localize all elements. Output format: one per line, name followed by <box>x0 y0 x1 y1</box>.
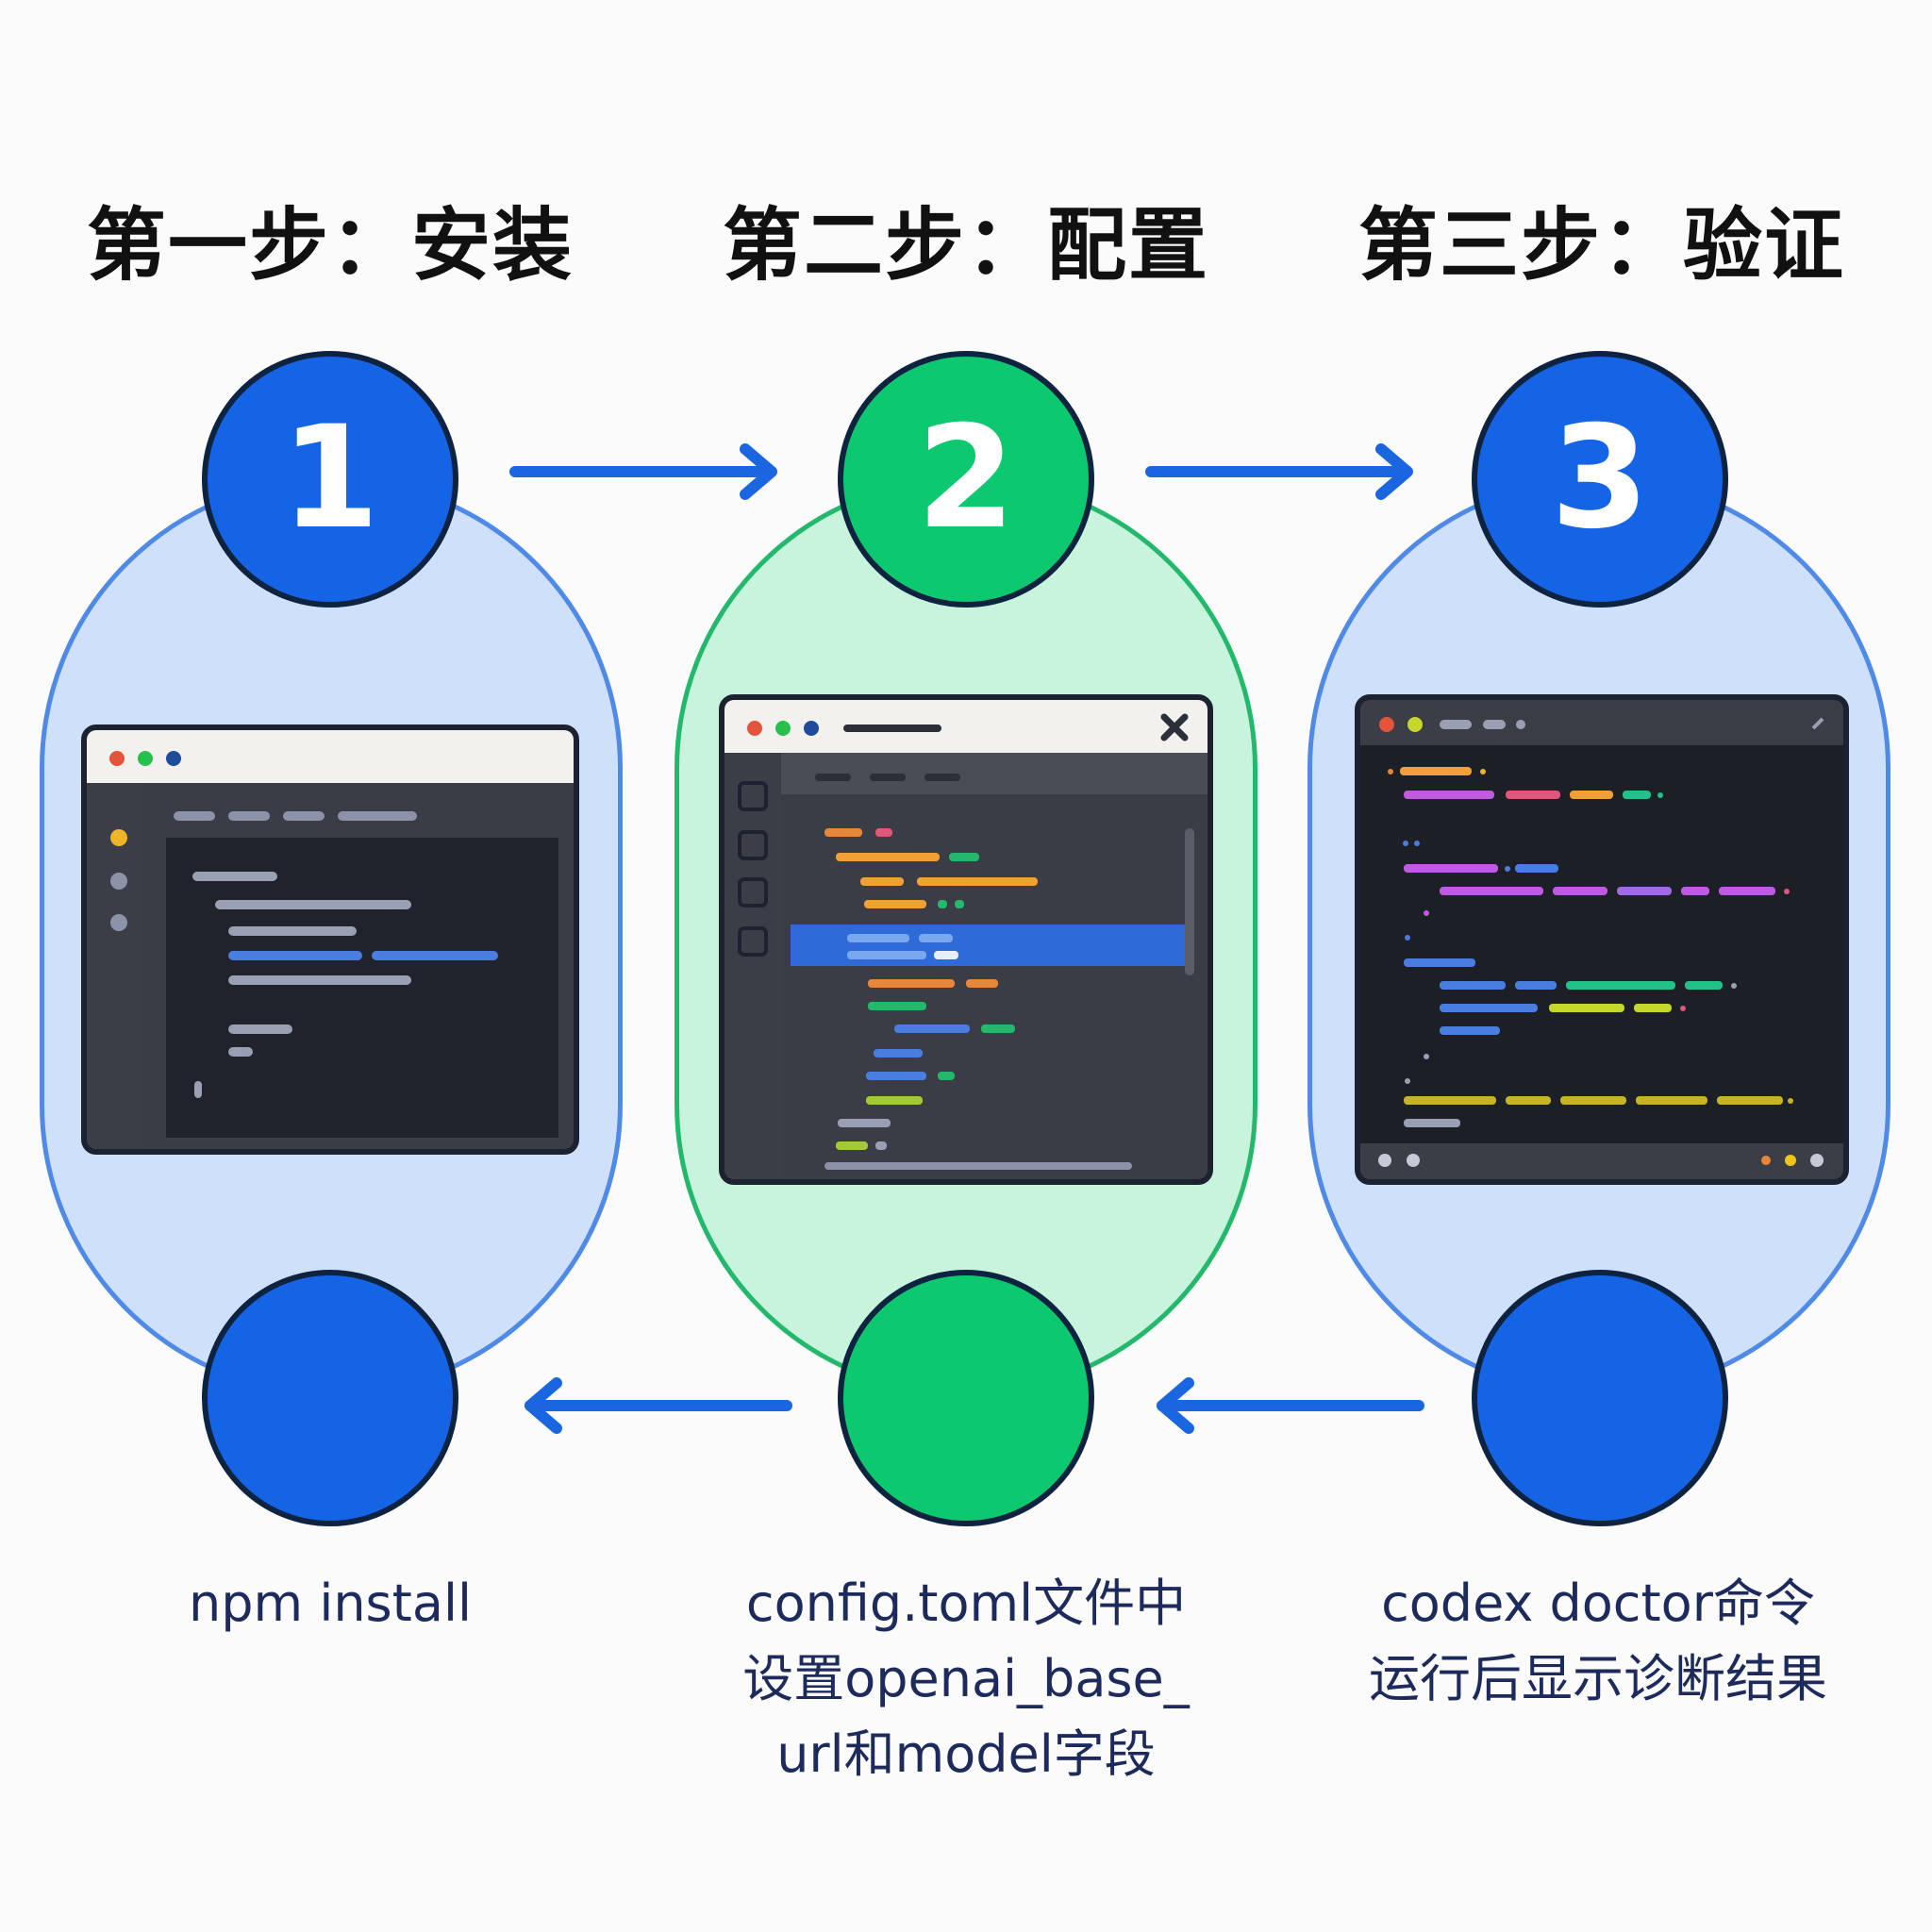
step-1-title: 第一步：安装 <box>86 199 574 291</box>
step-1-number-badge: 1 <box>202 351 458 608</box>
step-2-number-badge: 2 <box>838 351 1094 608</box>
install-terminal-window <box>81 724 579 1155</box>
config-editor-window <box>719 694 1213 1185</box>
step-2-caption: config.toml文件中 设置openai_base_ url和model字… <box>742 1574 1190 1784</box>
close-icon[interactable] <box>1160 713 1189 741</box>
step-3-bottom-circle <box>1472 1270 1728 1526</box>
arrow-right-icon <box>1145 443 1413 500</box>
step-3-caption: codex doctor命令 运行后显示诊断结果 <box>1369 1574 1827 1708</box>
step-1-caption: npm install <box>189 1574 472 1633</box>
step-2-bottom-circle <box>838 1270 1094 1526</box>
doctor-output-illustration <box>1360 700 1843 1179</box>
arrow-left-icon <box>525 1377 792 1434</box>
step-1-bottom-circle <box>202 1270 458 1526</box>
arrow-left-icon <box>1157 1377 1424 1434</box>
step-3-title: 第三步：验证 <box>1357 199 1845 291</box>
doctor-output-window <box>1355 694 1849 1185</box>
step-3-number-badge: 3 <box>1472 351 1728 608</box>
arrow-right-icon <box>509 443 777 500</box>
config-editor-illustration <box>724 700 1208 1179</box>
install-terminal-illustration <box>87 730 574 1149</box>
step-2-title: 第二步：配置 <box>722 199 1209 291</box>
